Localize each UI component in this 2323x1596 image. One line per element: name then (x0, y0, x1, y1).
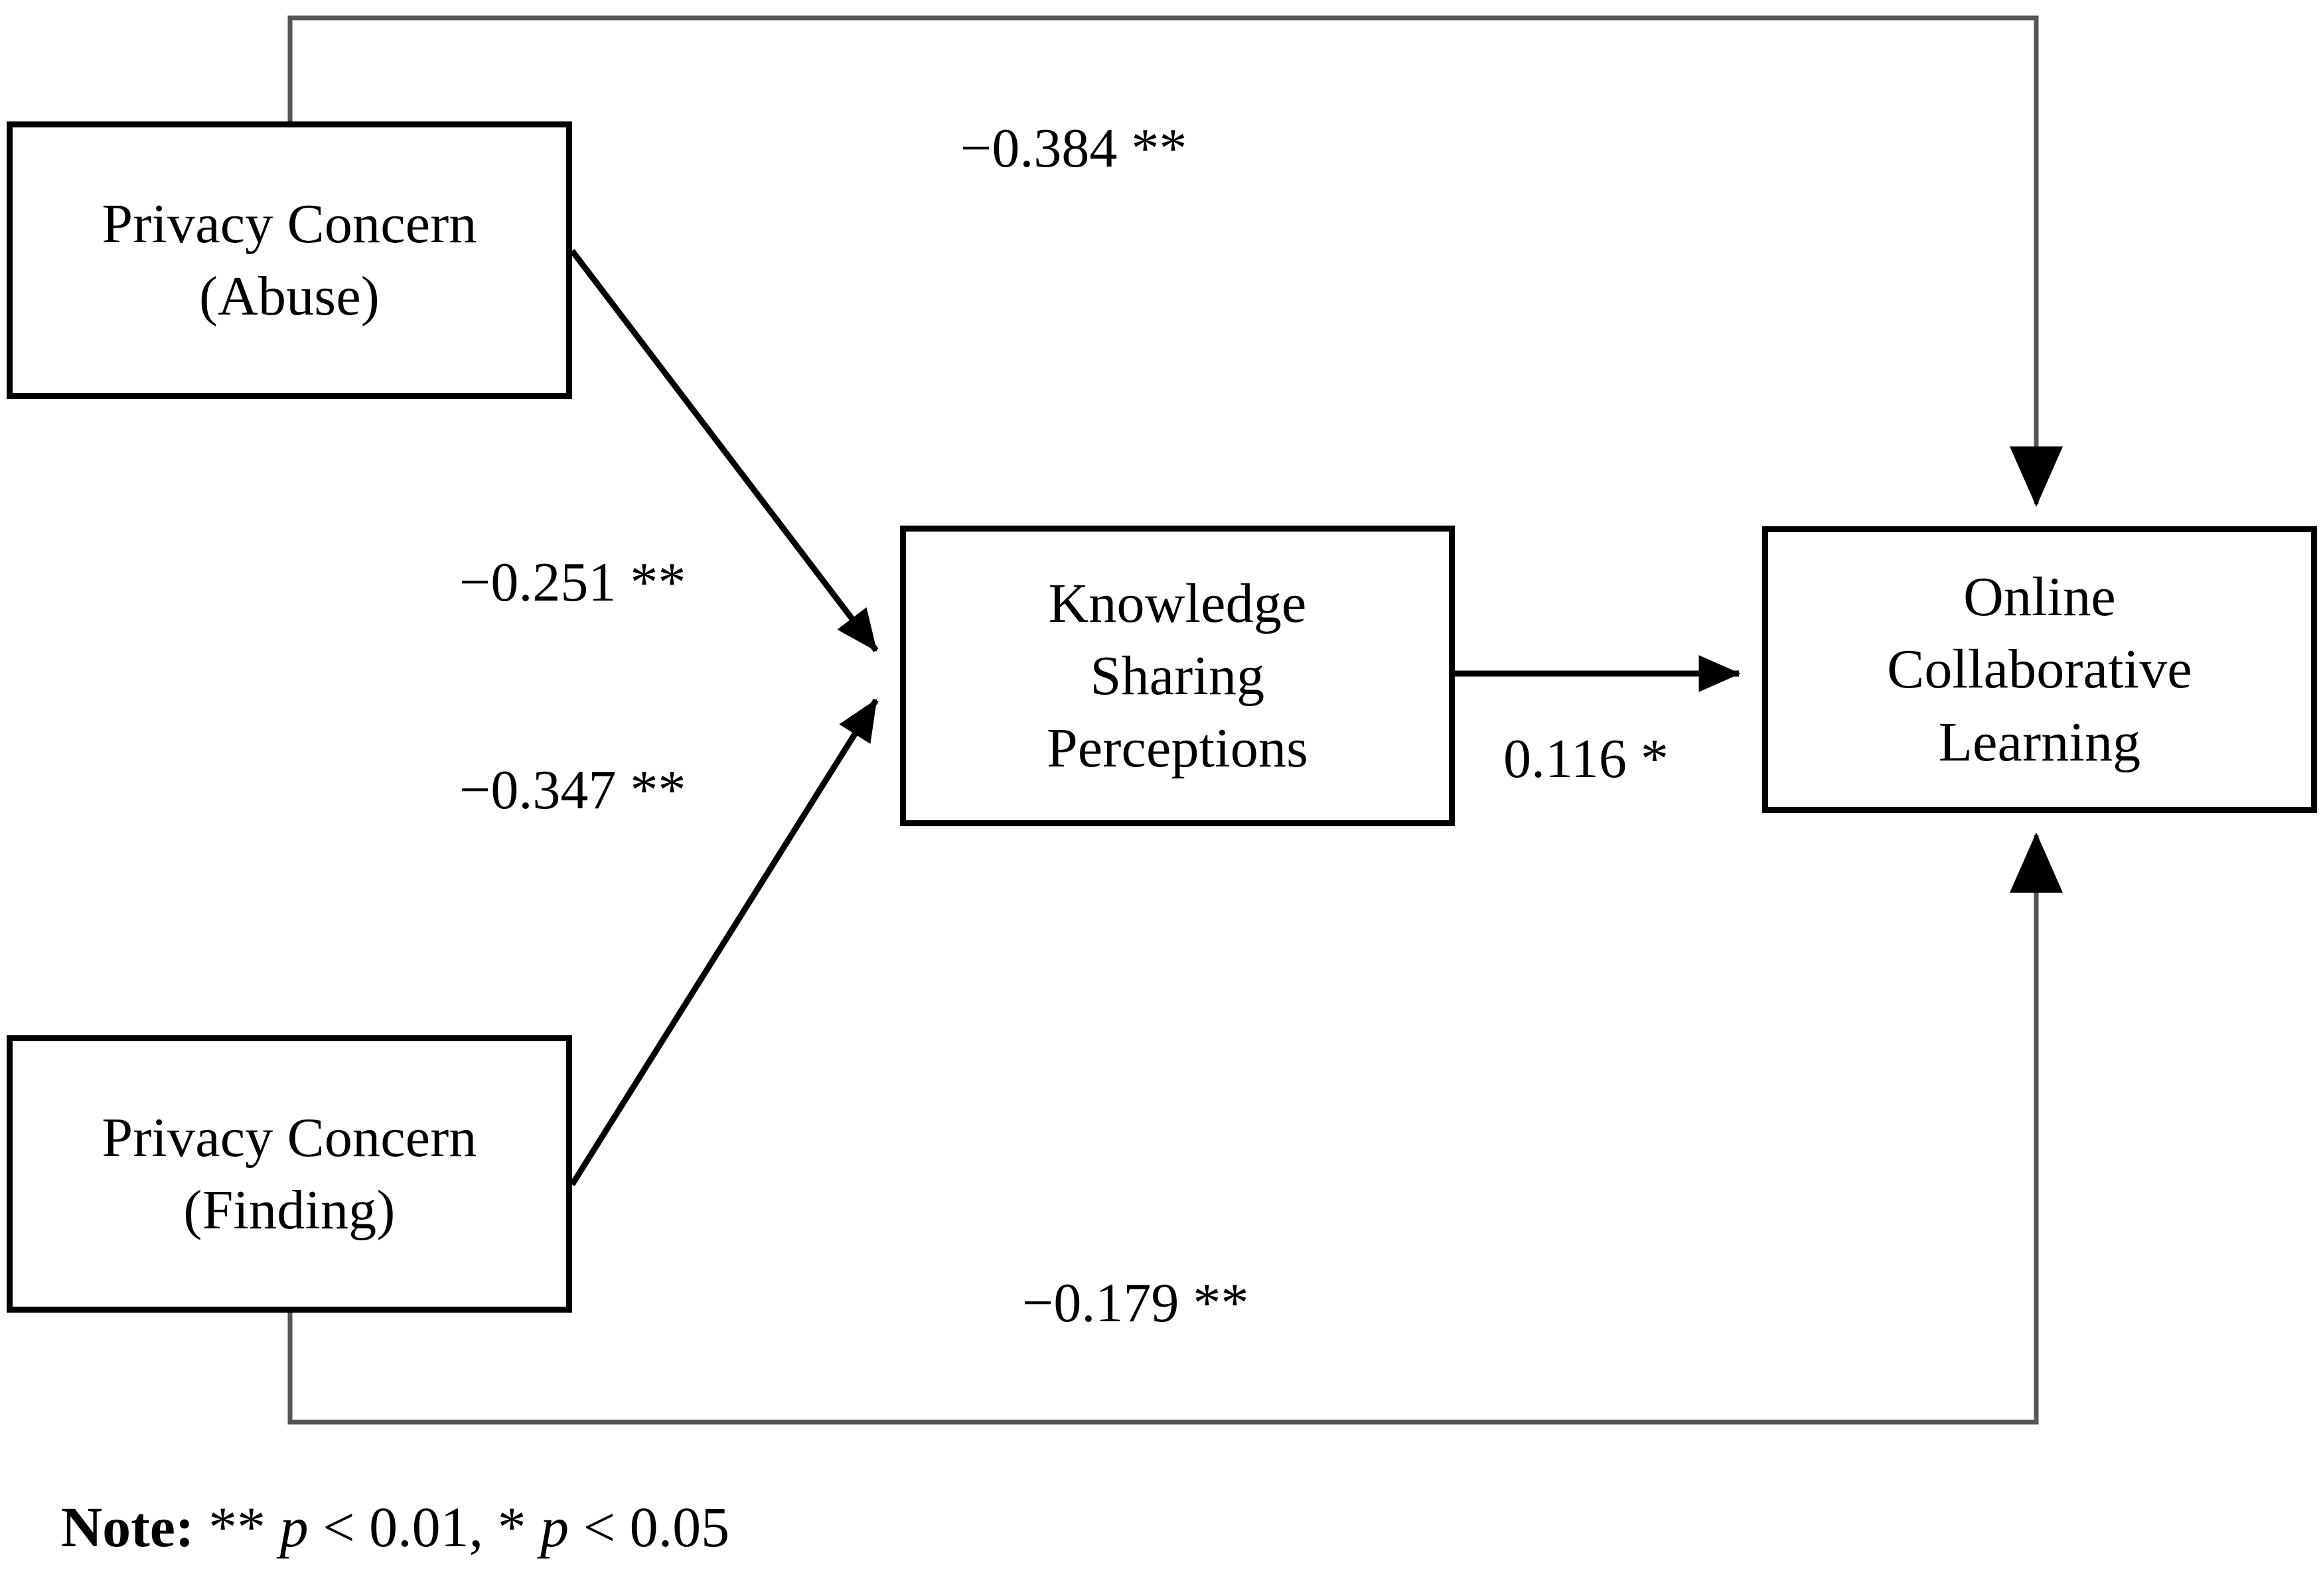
edge-abuse-to-ks-line (569, 249, 879, 652)
edge-label-abuse-to-ocl: −0.384 ** (960, 117, 1187, 179)
node-label-line-1: Privacy Concern (102, 192, 477, 255)
edge-label-abuse-to-ks: −0.251 ** (459, 551, 686, 613)
privacy-concern-finding-node[interactable]: Privacy Concern (Finding) (7, 1035, 572, 1313)
note-p-symbol-single: p (540, 1495, 569, 1559)
figure-note: Note: ** p < 0.01, * p < 0.05 (61, 1496, 729, 1559)
note-space-5 (526, 1495, 541, 1559)
privacy-concern-abuse-node[interactable]: Privacy Concern (Abuse) (7, 121, 572, 399)
note-prefix: Note: (61, 1495, 194, 1559)
note-space-6 (569, 1495, 583, 1559)
note-space-1 (194, 1495, 209, 1559)
note-stars-double: ** (208, 1495, 266, 1559)
edge-abuse-to-ocl-line (287, 15, 2063, 507)
node-label-line-2: Collaborative (1887, 638, 2192, 701)
node-label-line-1: Knowledge (1048, 572, 1307, 634)
note-stars-single: * (497, 1495, 526, 1559)
note-space-2 (265, 1495, 280, 1559)
node-label-line-3: Perceptions (1046, 717, 1309, 780)
knowledge-sharing-perceptions-node[interactable]: Knowledge Sharing Perceptions (900, 526, 1455, 826)
edge-finding-to-ks-line (569, 698, 879, 1187)
edge-label-finding-to-ocl: −0.179 ** (1022, 1272, 1249, 1334)
note-space-3 (309, 1495, 323, 1559)
edge-label-ks-to-ocl: 0.116 * (1503, 728, 1669, 790)
node-label-line-3: Learning (1938, 711, 2141, 773)
node-label-line-2: Sharing (1090, 644, 1265, 707)
node-label-line-2: (Finding) (183, 1179, 396, 1241)
node-label-line-1: Online (1963, 566, 2116, 628)
note-p-symbol-double: p (279, 1495, 309, 1559)
edge-label-finding-to-ks: −0.347 ** (459, 759, 686, 821)
online-collaborative-learning-node[interactable]: Online Collaborative Learning (1762, 526, 2317, 813)
note-threshold-double: < 0.01, (323, 1495, 484, 1559)
node-label-line-1: Privacy Concern (102, 1106, 477, 1169)
note-space-4 (483, 1495, 498, 1559)
node-label-line-2: (Abuse) (199, 265, 380, 327)
edge-finding-to-ocl-line (287, 832, 2063, 1425)
note-threshold-single: < 0.05 (583, 1495, 730, 1559)
